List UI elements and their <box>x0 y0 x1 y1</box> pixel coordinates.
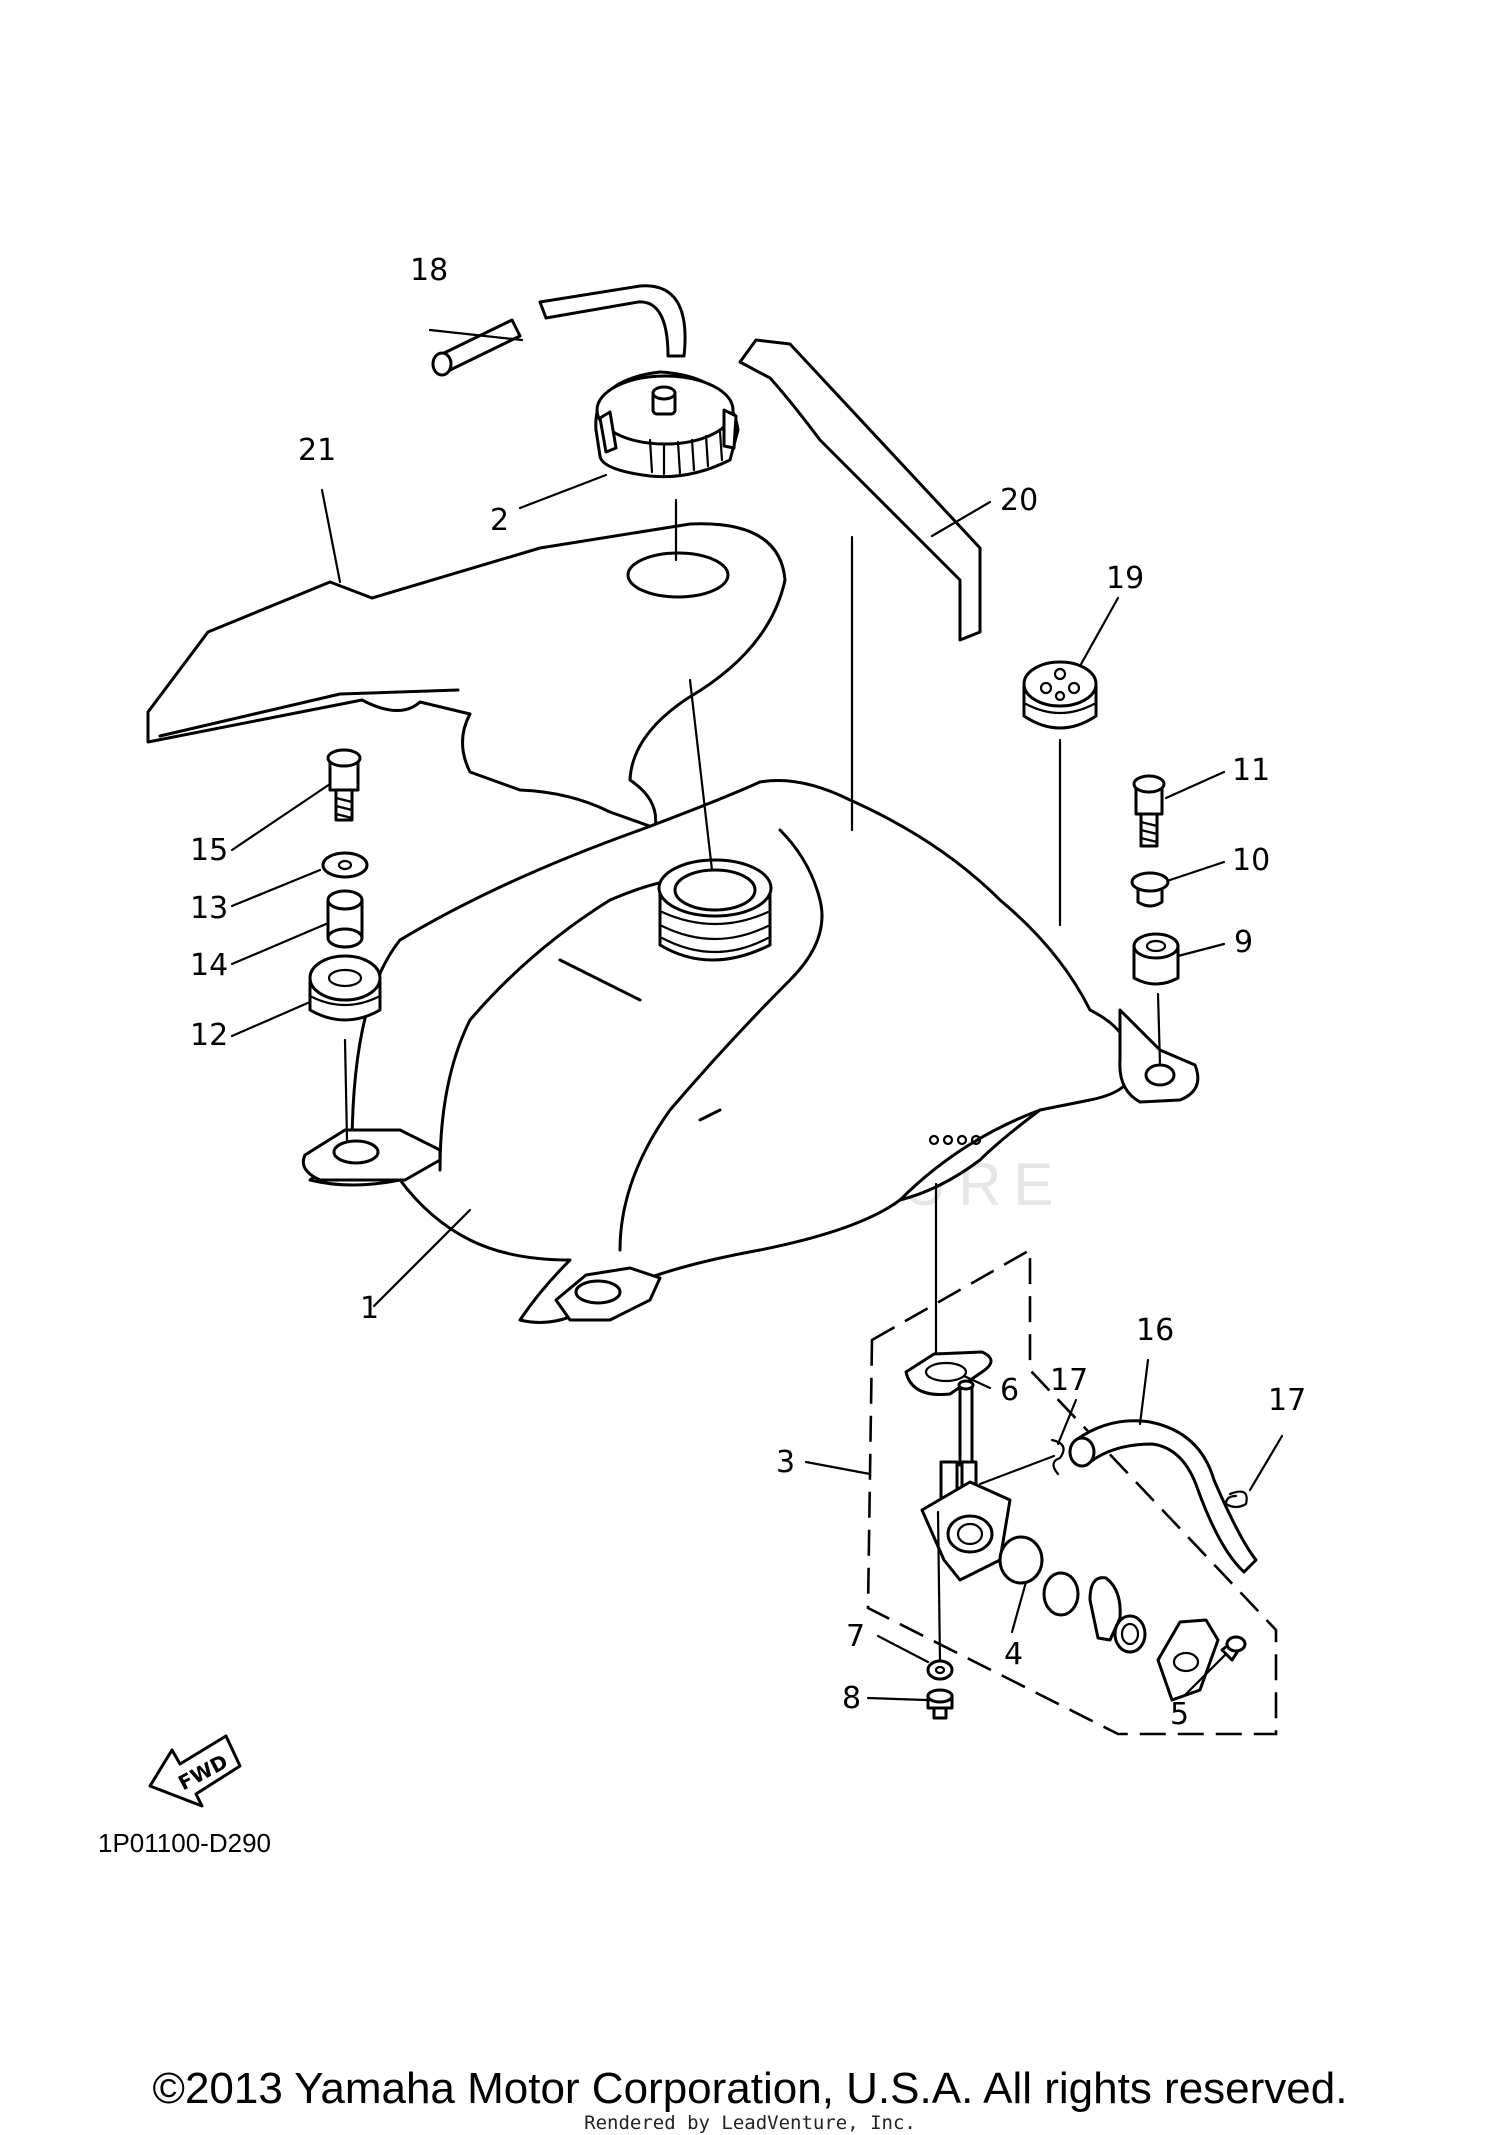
callout-3: 3 <box>776 1445 795 1480</box>
part-15-bolt <box>326 748 362 822</box>
callout-14: 14 <box>190 948 228 983</box>
part-2-fuel-cap <box>594 370 740 479</box>
callout-17-left: 17 <box>1050 1363 1088 1398</box>
callout-17-right: 17 <box>1268 1383 1306 1418</box>
leader-9-tab <box>1156 992 1162 1066</box>
callout-10: 10 <box>1232 843 1270 878</box>
part-19-grommet <box>1022 660 1098 730</box>
callout-11: 11 <box>1232 753 1270 788</box>
part-3-dashed-box <box>866 1247 1278 1736</box>
part-21-inner-line <box>158 688 460 738</box>
callout-13: 13 <box>190 891 228 926</box>
part-9-grommet <box>1132 932 1180 986</box>
callout-labels: 18 21 2 20 19 15 13 14 12 11 10 9 1 16 6… <box>190 253 1306 1732</box>
callout-19: 19 <box>1106 561 1144 596</box>
part-5-screw <box>1220 1635 1247 1662</box>
callout-leaders <box>230 328 1284 1702</box>
part-21-tank-pad <box>146 522 787 830</box>
part-16-fuel-hose <box>1068 1419 1258 1574</box>
leader-12-tab <box>343 1038 349 1142</box>
callout-21: 21 <box>298 433 336 468</box>
part-17-hose-clip-right <box>1224 1490 1248 1509</box>
copyright-notice: ©2013 Yamaha Motor Corporation, U.S.A. A… <box>152 2064 1348 2113</box>
callout-15: 15 <box>190 833 228 868</box>
leader-17-cock <box>978 1454 1056 1486</box>
callout-7: 7 <box>846 1619 865 1654</box>
callout-6: 6 <box>1000 1373 1019 1408</box>
callout-4: 4 <box>1004 1637 1023 1672</box>
part-21-filler-hole <box>626 551 730 599</box>
part-6-gasket <box>904 1350 993 1397</box>
part-1-fuel-tank <box>301 778 1200 1324</box>
part-4-diaphragm-set <box>998 1535 1220 1702</box>
part-20-tank-band <box>738 338 982 642</box>
callout-9: 9 <box>1234 925 1253 960</box>
part-11-bolt <box>1132 774 1166 848</box>
rendered-by-notice: Rendered by LeadVenture, Inc. <box>584 2112 916 2134</box>
callout-2: 2 <box>490 503 509 538</box>
callout-8: 8 <box>842 1681 861 1716</box>
part-18-breather <box>431 284 687 377</box>
part-12-damper <box>308 954 382 1022</box>
diagram-code: 1P01100-D290 <box>98 1828 271 1858</box>
leader-cap-neck <box>688 678 714 872</box>
callout-5: 5 <box>1170 1697 1189 1732</box>
callout-12: 12 <box>190 1018 228 1053</box>
part-14-collar <box>326 889 364 949</box>
callout-1: 1 <box>360 1291 379 1326</box>
part-13-washer <box>321 851 369 879</box>
callout-18: 18 <box>410 253 448 288</box>
callout-16: 16 <box>1136 1313 1174 1348</box>
fwd-arrow-icon: FWD <box>148 1734 242 1808</box>
part-10-collar <box>1130 871 1170 908</box>
part-17-hose-clip-left <box>1050 1438 1065 1476</box>
callout-20: 20 <box>1000 483 1038 518</box>
part-3-fuel-cock <box>920 1379 1012 1664</box>
part-8-drain-bolt <box>926 1688 954 1720</box>
part-7-washer <box>926 1659 954 1681</box>
